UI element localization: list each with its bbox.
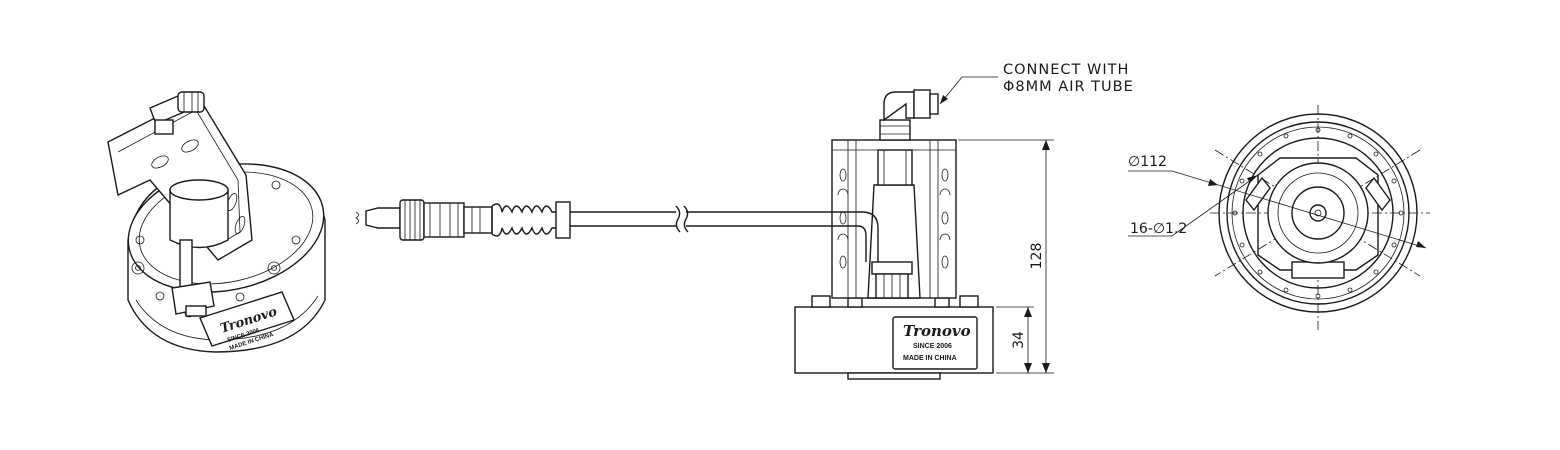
dim-128-text: 128 <box>1029 243 1045 270</box>
callout-arrow <box>940 95 948 104</box>
top-view <box>1210 105 1430 330</box>
dim-34-text: 34 <box>1011 331 1027 349</box>
isometric-view: Tronovo SINCE 2006 MADE IN CHINA <box>107 91 326 353</box>
front-since-text: SINCE 2006 <box>913 343 952 350</box>
dimension-holes: 16-∅1.2 <box>1128 174 1259 237</box>
dimension-base-height: 34 <box>996 306 1034 373</box>
front-brand-text: Tronovo <box>903 322 971 340</box>
bolt-hole-ring <box>1232 127 1404 299</box>
cable-assembly <box>355 199 832 241</box>
dimension-total-height: 128 <box>958 139 1054 374</box>
dim-holes-text: 16-∅1.2 <box>1130 221 1187 237</box>
front-view: Tronovo SINCE 2006 MADE IN CHINA <box>794 89 994 380</box>
callout-line1: CONNECT WITH <box>1003 62 1129 78</box>
callout-leader <box>939 76 998 105</box>
callout-line2: Φ8MM AIR TUBE <box>1003 79 1134 95</box>
dimension-diameter: ∅112 <box>1128 154 1427 249</box>
dim-112-text: ∅112 <box>1128 154 1167 170</box>
front-origin-text: MADE IN CHINA <box>903 355 957 362</box>
